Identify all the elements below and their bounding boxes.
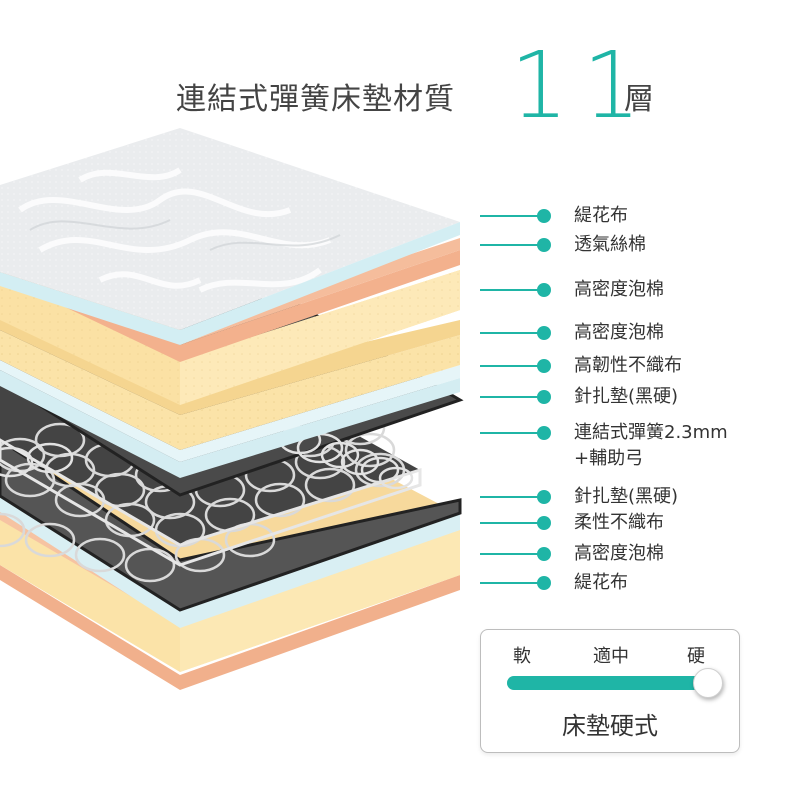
legend-item: 針扎墊(黑硬) — [480, 384, 780, 410]
firmness-medium-label: 適中 — [593, 646, 629, 667]
legend-label: 緹花布 — [574, 572, 628, 593]
leader-dot — [537, 576, 551, 590]
layer-top-jacquard — [0, 128, 460, 345]
legend-item: 緹花布 — [480, 570, 780, 596]
legend-item: 高密度泡棉 — [480, 320, 780, 346]
legend-label: 高韌性不織布 — [574, 355, 682, 376]
firmness-card: 軟 適中 硬 床墊硬式 — [480, 629, 740, 753]
legend-label: 針扎墊(黑硬) — [574, 486, 679, 507]
legend-item: 高密度泡棉 — [480, 541, 780, 567]
layer-high-tenacity-nonwoven — [0, 360, 460, 478]
legend-item: 透氣絲棉 — [480, 232, 780, 258]
leader-line — [480, 432, 542, 434]
layer-count-number: 11 — [510, 32, 656, 139]
leader-line — [480, 332, 542, 334]
leader-dot — [537, 283, 551, 297]
title-text: 連結式彈簧床墊材質 — [176, 82, 455, 117]
leader-line — [480, 582, 542, 584]
title-unit: 層 — [624, 82, 654, 117]
leader-dot — [537, 390, 551, 404]
spring-coils-top — [0, 425, 414, 490]
leader-line — [480, 365, 542, 367]
leader-dot — [537, 326, 551, 340]
legend-label: 高密度泡棉 — [574, 279, 664, 300]
leader-line — [480, 244, 542, 246]
leader-dot — [537, 490, 551, 504]
leader-line — [480, 396, 542, 398]
legend-label: 連結式彈簧2.3mm — [574, 422, 728, 443]
legend-label: 高密度泡棉 — [574, 543, 664, 564]
page-title: 連結式彈簧床墊材質 11 層 — [0, 22, 800, 132]
leader-dot — [537, 209, 551, 223]
legend-item: 高密度泡棉 — [480, 277, 780, 303]
legend-label: 高密度泡棉 — [574, 322, 664, 343]
legend-item: 柔性不織布 — [480, 510, 780, 536]
firmness-title: 床墊硬式 — [562, 712, 658, 740]
legend-item: 緹花布 — [480, 203, 780, 229]
layer-foam-1 — [0, 270, 460, 405]
leader-dot — [537, 359, 551, 373]
leader-line — [480, 496, 542, 498]
leader-line — [480, 553, 542, 555]
legend-label: 緹花布 — [574, 205, 628, 226]
mattress-layers-illustration — [0, 128, 464, 690]
firmness-slider-track — [507, 676, 707, 690]
legend-item: 高韌性不織布 — [480, 353, 780, 379]
firmness-slider-knob — [693, 668, 723, 698]
leader-dot — [537, 426, 551, 440]
leader-line — [480, 289, 542, 291]
legend-label: 透氣絲棉 — [574, 234, 646, 255]
legend-item: 針扎墊(黑硬) — [480, 484, 780, 510]
firmness-soft-label: 軟 — [513, 646, 531, 667]
firmness-hard-label: 硬 — [687, 646, 705, 667]
leader-dot — [537, 516, 551, 530]
firmness-slider-fill — [507, 676, 707, 690]
legend-label: 柔性不織布 — [574, 512, 664, 533]
leader-dot — [537, 238, 551, 252]
legend-label: 針扎墊(黑硬) — [574, 386, 679, 407]
legend-label-line2: +輔助弓 — [574, 448, 644, 469]
leader-line — [480, 215, 542, 217]
legend-item: 連結式彈簧2.3mm +輔助弓 — [480, 420, 780, 472]
leader-dot — [537, 547, 551, 561]
leader-line — [480, 522, 542, 524]
